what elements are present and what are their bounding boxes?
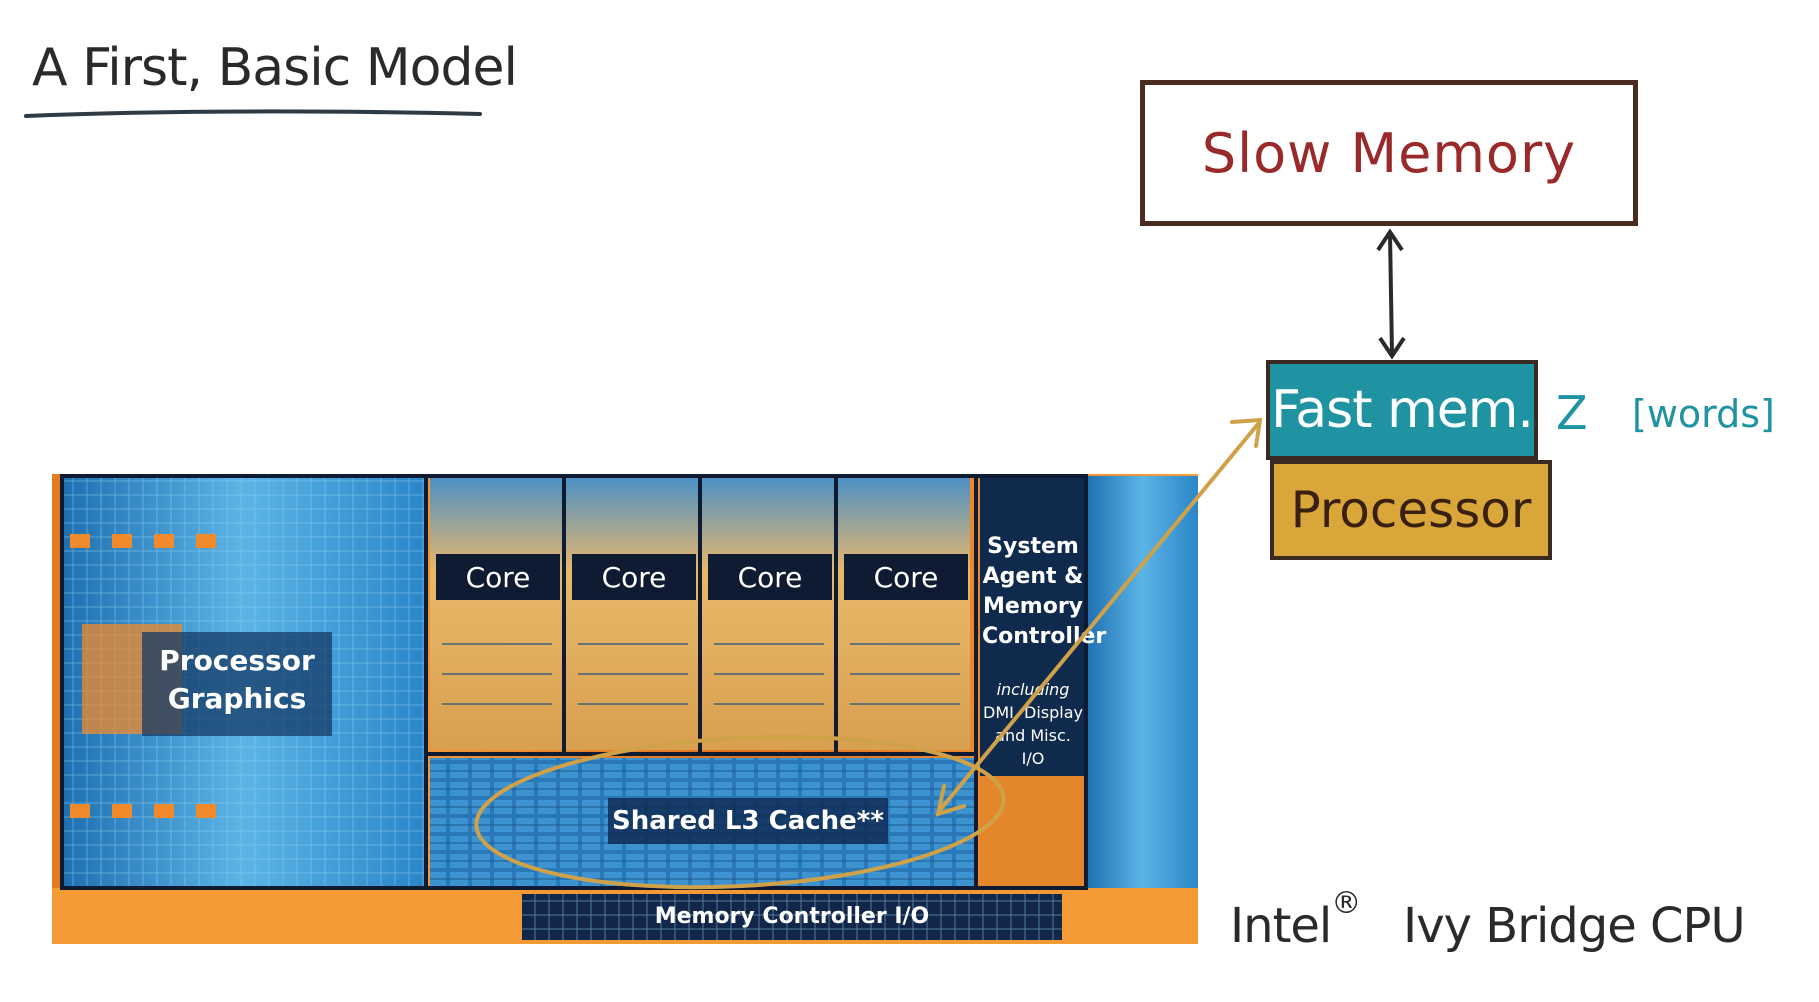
system-agent-sub-line-2: DMI, Display <box>983 703 1083 722</box>
fast-memory-label: Fast mem. <box>1271 380 1534 440</box>
processor-box: Processor <box>1270 460 1552 560</box>
shared-l3-cache-label: Shared L3 Cache** <box>608 798 888 844</box>
cpu-die-image: Processor Graphics Core Core Core Core S… <box>52 474 1198 944</box>
processor-label: Processor <box>1290 481 1532 539</box>
system-agent-line-1: System <box>987 534 1079 559</box>
slow-memory-label: Slow Memory <box>1201 121 1577 185</box>
page-title: A First, Basic Model <box>32 38 518 98</box>
fast-memory-box: Fast mem. <box>1266 360 1538 460</box>
core-label-1: Core <box>436 554 560 600</box>
graphics-label-line-2: Graphics <box>167 682 307 715</box>
fast-memory-capacity-unit: [words] <box>1632 392 1775 436</box>
system-agent-line-3: Memory <box>982 594 1084 619</box>
graphics-label-line-1: Processor <box>159 644 315 677</box>
title-underline <box>24 109 482 118</box>
caption-brand: Intel <box>1230 898 1332 954</box>
memory-controller-io-label: Memory Controller I/O <box>654 904 930 929</box>
memory-transfer-arrow <box>1376 228 1406 360</box>
core-label-3: Core <box>708 554 832 600</box>
core-label-4: Core <box>844 554 968 600</box>
slow-memory-box: Slow Memory <box>1140 80 1638 226</box>
registered-mark: ® <box>1331 886 1361 921</box>
cache-highlight-ellipse <box>474 734 1006 890</box>
core-label-2: Core <box>572 554 696 600</box>
system-agent-line-2: Agent & <box>982 564 1084 589</box>
fast-memory-capacity-symbol: Z <box>1556 386 1588 440</box>
cache-to-fastmem-arrow <box>938 422 1260 812</box>
system-agent-sub-line-3: and Misc. I/O <box>995 726 1071 768</box>
system-agent-sublabel: including DMI, Display and Misc. I/O <box>982 678 1084 770</box>
caption-product: Ivy Bridge CPU <box>1403 898 1746 954</box>
system-agent-sub-line-1: including <box>996 680 1070 699</box>
system-agent-label: System Agent & Memory Controller <box>982 532 1106 652</box>
processor-graphics-label: Processor Graphics <box>142 632 332 736</box>
cpu-caption: Intel® Ivy Bridge CPU <box>1230 886 1746 954</box>
